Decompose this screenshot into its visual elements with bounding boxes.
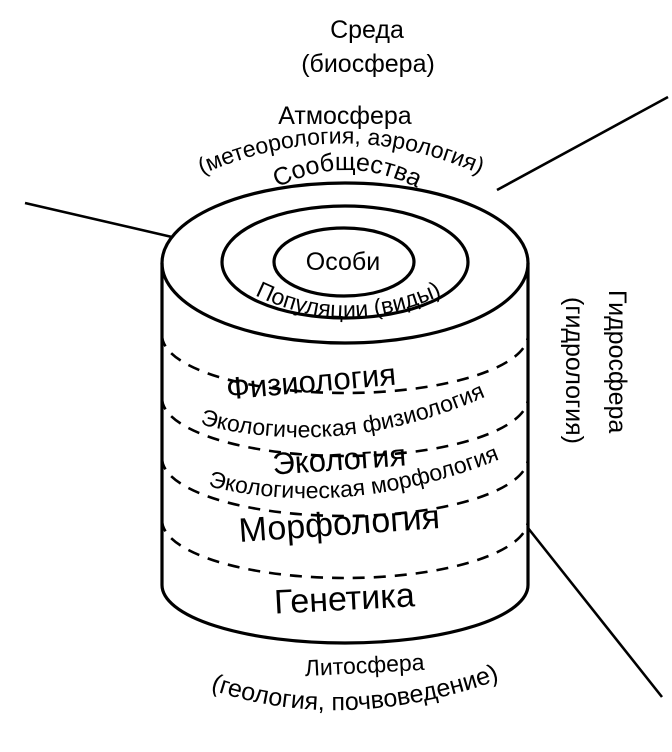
physiology-label: Физиология	[225, 357, 397, 407]
lithosphere-title: Литосфера	[304, 649, 425, 681]
genetics-label: Генетика	[273, 576, 416, 621]
cylinder-top-ellipse	[160, 181, 530, 345]
layer-divider-2	[160, 397, 530, 458]
spoke-bottom-right	[526, 527, 664, 698]
individuals-label: Особи	[306, 248, 380, 276]
hydrosphere-title: Гидросфера	[603, 290, 631, 433]
layer-divider-1	[160, 334, 530, 395]
svg-text:Сообщества: Сообщества	[268, 148, 426, 193]
svg-text:Популяции (виды): Популяции (виды)	[253, 276, 444, 323]
communities-label: Сообщества	[268, 148, 426, 193]
spoke-top-right	[496, 95, 669, 192]
environment-subtitle: (биосфера)	[301, 50, 435, 78]
cylinder-bottom-edge	[160, 584, 530, 645]
environment-title: Среда	[330, 16, 404, 44]
communities-ring	[220, 204, 470, 320]
layer-divider-3	[160, 457, 530, 518]
spoke-left	[24, 201, 173, 239]
individuals-ring	[272, 226, 416, 298]
hydrosphere-subtitle: (гидрология)	[560, 297, 588, 444]
atmosphere-title: Атмосфера	[278, 102, 412, 130]
morphology-label: Морфология	[237, 498, 441, 550]
layer-divider-4	[160, 519, 530, 580]
populations-label: Популяции (виды)	[253, 276, 444, 323]
